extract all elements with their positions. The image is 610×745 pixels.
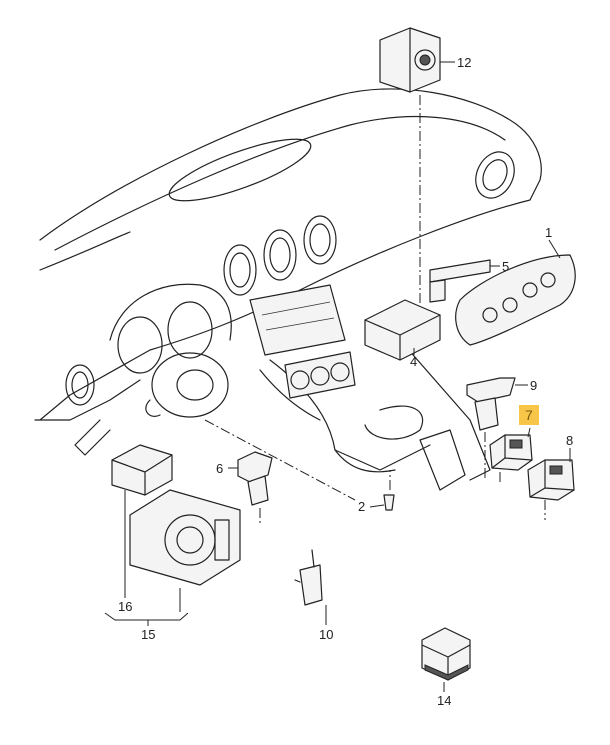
part-16-switch bbox=[111, 444, 173, 598]
part-2-screw bbox=[204, 419, 395, 511]
part-15-light-switch bbox=[104, 489, 241, 626]
callout-1: 1 bbox=[545, 225, 553, 240]
dashboard-outline bbox=[34, 88, 542, 491]
callout-6: 6 bbox=[216, 461, 224, 476]
callout-15: 15 bbox=[141, 627, 156, 642]
part-12-switch bbox=[379, 27, 455, 330]
callout-4: 4 bbox=[410, 354, 418, 369]
part-1-multifunction-buttons bbox=[455, 239, 576, 346]
part-10-switch bbox=[294, 549, 327, 625]
part-4-module bbox=[364, 299, 441, 361]
callout-12: 12 bbox=[457, 55, 472, 70]
center-console bbox=[249, 284, 356, 399]
callout-2: 2 bbox=[358, 499, 366, 514]
instrument-cluster bbox=[74, 283, 232, 456]
callout-8: 8 bbox=[566, 433, 574, 448]
part-8-window-switch bbox=[527, 448, 575, 520]
air-vents bbox=[65, 151, 515, 406]
callout-14: 14 bbox=[437, 693, 452, 708]
callout-9: 9 bbox=[530, 378, 538, 393]
part-7-window-switch bbox=[489, 427, 533, 485]
callout-7-highlighted: 7 bbox=[519, 405, 539, 425]
part-5-trim bbox=[429, 259, 500, 303]
callout-10: 10 bbox=[319, 627, 334, 642]
part-14-switch bbox=[421, 627, 471, 692]
part-9-switch bbox=[466, 377, 528, 480]
callout-5: 5 bbox=[502, 259, 510, 274]
part-6-switch bbox=[228, 451, 273, 525]
callout-16: 16 bbox=[118, 599, 133, 614]
